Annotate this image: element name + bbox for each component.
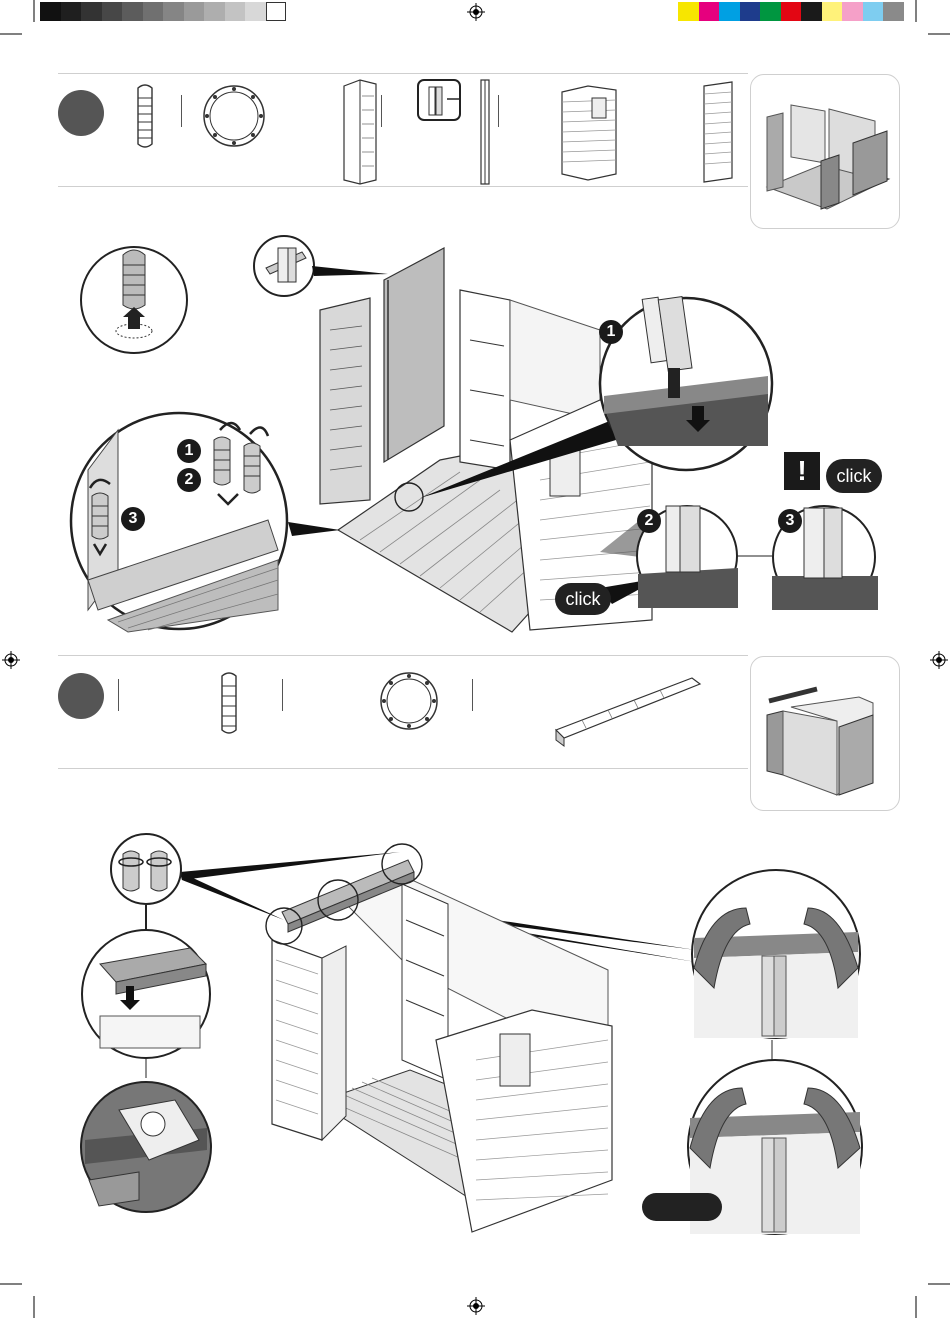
ring-washer-icon <box>378 670 440 732</box>
click-label-bubble: click <box>826 459 882 493</box>
inset-number-2: 2 <box>177 468 201 492</box>
anchor-pin-icon <box>214 672 244 738</box>
callout-number-2: 2 <box>637 509 661 533</box>
part-separator <box>118 679 119 711</box>
callout-number-1: 1 <box>599 320 623 344</box>
click-label-text: click <box>566 590 601 608</box>
shed-with-beam-preview-illustration <box>761 671 891 801</box>
step-2-rule-top <box>58 655 748 656</box>
roof-beam-icon <box>552 670 702 750</box>
gloved-hand-install-illustration <box>79 1080 213 1214</box>
beam-slot-detail-illustration <box>80 928 212 1060</box>
inset-number-3: 3 <box>121 507 145 531</box>
part-separator <box>472 679 473 711</box>
hands-press-beam-detail-top-illustration <box>690 868 862 1040</box>
inset-number-1: 1 <box>177 439 201 463</box>
callout-number-3: 3 <box>778 509 802 533</box>
warning-icon: ! <box>784 452 820 490</box>
step-2-shed-with-roof-beam-illustration <box>262 840 622 1240</box>
label-bubble <box>642 1193 722 1221</box>
step-2-rule-bottom <box>58 768 748 769</box>
step-2-badge <box>58 673 104 719</box>
two-pins-rotate-detail-illustration <box>109 832 183 906</box>
part-separator <box>282 679 283 711</box>
click-label-text: click <box>837 467 872 485</box>
post-insert-detail-illustration <box>598 296 774 472</box>
click-label-bubble: click <box>555 583 611 615</box>
step-2-preview <box>750 656 900 811</box>
